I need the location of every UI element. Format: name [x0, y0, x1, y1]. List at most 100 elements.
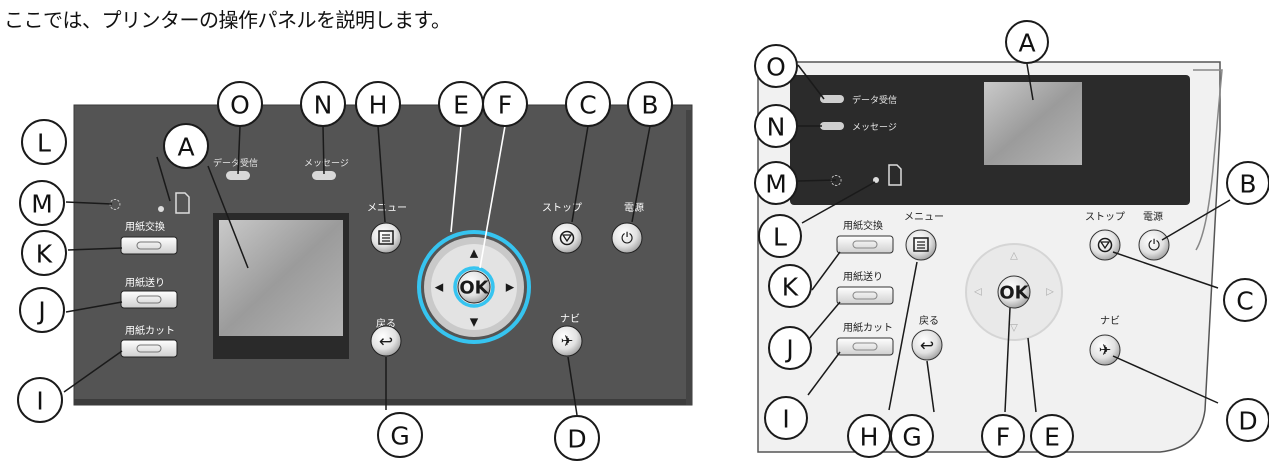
right-callout-letter: A — [1018, 29, 1035, 58]
right-message-label: メッセージ — [852, 122, 897, 133]
navi-button[interactable] — [551, 325, 583, 357]
right-arrow-right-icon[interactable]: ▷ — [1046, 287, 1054, 298]
right-back-button[interactable] — [911, 329, 943, 361]
right-callout-f: F — [981, 414, 1025, 458]
right-callout-i: I — [764, 396, 808, 440]
power-button[interactable] — [611, 222, 643, 254]
back-button[interactable] — [370, 325, 402, 357]
left-callout-b: B — [627, 81, 673, 127]
arrow-up-icon[interactable]: ▲ — [470, 247, 479, 260]
right-message-lamp — [820, 122, 844, 130]
right-stop-icon — [1097, 237, 1113, 253]
back-arrow-icon: ↩ — [379, 332, 393, 352]
right-paper-feed-button[interactable] — [836, 286, 894, 305]
left-callout-letter: C — [579, 91, 596, 120]
left-callout-circle — [482, 81, 528, 127]
navi-label: ナビ — [560, 313, 580, 325]
left-callout-circle — [17, 377, 63, 423]
paper-cut-label: 用紙カット — [125, 324, 175, 337]
left-callout-n: N — [300, 81, 346, 127]
left-callout-letter: L — [37, 129, 51, 158]
left-callout-letter: B — [641, 91, 658, 120]
left-callout-letter: G — [390, 422, 409, 451]
right-callout-circle — [1226, 161, 1269, 205]
right-callout-circle — [764, 396, 808, 440]
right-callout-circle — [768, 326, 812, 370]
left-callout-g: G — [377, 412, 423, 458]
left-callout-f: F — [482, 81, 528, 127]
left-callout-k: K — [21, 230, 67, 276]
left-callout-o: O — [217, 81, 263, 127]
right-arrow-up-icon[interactable]: △ — [1010, 251, 1018, 262]
left-callout-letter: J — [36, 297, 45, 326]
left-panel-right-edge — [686, 110, 692, 405]
right-callout-letter: B — [1239, 170, 1256, 199]
left-callout-letter: H — [369, 91, 388, 120]
right-callout-circle — [754, 44, 798, 88]
left-callout-a: A — [163, 123, 209, 169]
right-callout-letter: J — [784, 335, 793, 364]
right-ok-button[interactable] — [997, 275, 1031, 309]
left-callout-letter: K — [36, 240, 53, 269]
left-panel-edge — [74, 399, 692, 405]
right-callout-d: D — [1226, 398, 1269, 442]
right-back-arrow-icon: ↩ — [920, 336, 934, 356]
left-callout-letter: M — [31, 190, 53, 219]
arrow-left-icon[interactable]: ◀ — [435, 281, 444, 294]
right-stop-label: ストップ — [1085, 211, 1125, 223]
right-callout-l: L — [758, 214, 802, 258]
left-callout-circle — [21, 119, 67, 165]
paper-feed-button[interactable] — [120, 290, 178, 309]
paper-change-button[interactable] — [120, 236, 178, 255]
left-callout-letter: F — [498, 91, 512, 120]
right-data-receive-lamp — [820, 95, 844, 103]
right-paper-change-button[interactable] — [836, 235, 894, 254]
right-callout-j: J — [768, 326, 812, 370]
right-back-label: 戻る — [919, 314, 939, 327]
right-power-label: 電源 — [1143, 210, 1163, 223]
right-ok-label: OK — [999, 283, 1029, 304]
paper-cut-button[interactable] — [120, 339, 178, 358]
right-paper-feed-slot — [852, 291, 878, 300]
left-callout-i: I — [17, 377, 63, 423]
right-navi-button[interactable] — [1089, 334, 1121, 366]
right-data-receive-label: データ受信 — [852, 94, 897, 106]
right-paper-cut-slot — [852, 342, 878, 351]
right-arrow-left-icon[interactable]: ◁ — [974, 287, 982, 298]
right-stop-button[interactable] — [1089, 229, 1121, 261]
right-navi-icon: ✈ — [1099, 341, 1112, 359]
right-menu-label: メニュー — [904, 212, 944, 223]
menu-list-icon — [378, 230, 394, 245]
dpad-ring-outline — [417, 230, 531, 344]
left-callout-letter: A — [177, 133, 194, 162]
left-callout-circle — [554, 415, 600, 461]
right-callout-letter: O — [766, 53, 786, 82]
right-arrow-down-icon[interactable]: ▽ — [1010, 323, 1018, 334]
paper-feed-button-slot — [136, 295, 162, 304]
stop-icon — [559, 230, 575, 246]
right-paper-cut-button[interactable] — [836, 337, 894, 356]
right-callout-letter: H — [860, 423, 879, 452]
intro-text: ここでは、プリンターの操作パネルを説明します。 — [4, 8, 451, 32]
right-leaders — [797, 63, 1231, 413]
left-callout-circle — [565, 81, 611, 127]
lcd-screen — [219, 220, 343, 336]
paper-cut-button-slot — [136, 344, 162, 353]
left-callout-d: D — [554, 415, 600, 461]
right-callout-c: C — [1223, 278, 1267, 322]
right-paper-feed-label: 用紙送り — [843, 270, 883, 283]
right-lcd-screen — [984, 82, 1082, 165]
arrow-down-icon[interactable]: ▼ — [470, 316, 479, 329]
right-callout-letter: G — [902, 423, 921, 452]
sheet-paper-icon — [175, 192, 190, 214]
stop-button[interactable] — [551, 222, 583, 254]
left-callout-l: L — [21, 119, 67, 165]
left-callout-m: M — [19, 180, 65, 226]
right-callout-circle — [1226, 398, 1269, 442]
right-callout-letter: L — [773, 223, 787, 252]
left-callout-circle — [217, 81, 263, 127]
arrow-right-icon[interactable]: ▶ — [506, 281, 515, 294]
ok-button[interactable] — [457, 270, 491, 304]
right-power-button[interactable] — [1138, 229, 1170, 261]
